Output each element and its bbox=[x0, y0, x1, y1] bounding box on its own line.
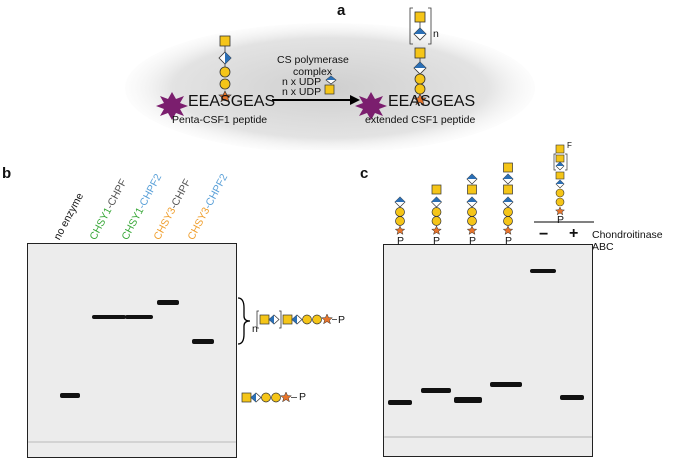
gel-band bbox=[530, 269, 556, 273]
lane-p-label: P bbox=[505, 235, 513, 247]
gel-band bbox=[388, 400, 412, 405]
gel-band-faint bbox=[28, 441, 236, 443]
gal-circle bbox=[219, 66, 231, 78]
enzyme-line1: CS polymerase bbox=[277, 54, 349, 66]
udp-galnac-square bbox=[324, 84, 335, 95]
repeat-n: n bbox=[433, 28, 439, 40]
fluorophore-star-left bbox=[156, 92, 188, 120]
gel-band bbox=[125, 315, 153, 319]
panel-c-glycans bbox=[394, 144, 594, 235]
right-glycan-chain bbox=[409, 7, 432, 106]
gel-band bbox=[92, 315, 126, 319]
enzyme-line2: complex bbox=[293, 66, 333, 78]
glycan-lane-3 bbox=[466, 173, 478, 235]
treatment-label: Chondroitinase ABC bbox=[592, 229, 663, 253]
gel-band-faint bbox=[384, 436, 592, 438]
lane-p-label: P bbox=[397, 235, 405, 247]
gel-b bbox=[27, 243, 237, 458]
product-brace bbox=[237, 297, 251, 345]
right-peptide: EEASGEAS bbox=[388, 93, 476, 110]
lane-p-label: P bbox=[469, 235, 477, 247]
glycan-polymer bbox=[553, 144, 568, 216]
minus-sign: − bbox=[539, 226, 549, 243]
galnac-square bbox=[414, 11, 426, 23]
glycan-lane-1 bbox=[394, 196, 406, 235]
substrate1: n x UDP bbox=[282, 76, 322, 88]
gel-band bbox=[454, 397, 482, 403]
glycan-lane-2 bbox=[431, 184, 442, 235]
gel-band bbox=[421, 388, 451, 393]
xyl-star bbox=[218, 90, 232, 103]
gel-c bbox=[383, 244, 593, 457]
product-glycan bbox=[256, 310, 337, 329]
substrate-glycan bbox=[241, 391, 297, 403]
gel-band bbox=[192, 339, 214, 344]
gal-circle bbox=[414, 73, 426, 85]
panel-c-label: c bbox=[360, 165, 369, 182]
plus-sign: + bbox=[569, 225, 579, 242]
substrate-p: P bbox=[299, 391, 307, 403]
fluorophore-star-right bbox=[355, 92, 387, 120]
panel-b-label: b bbox=[2, 165, 12, 182]
lane-p-label: P bbox=[433, 235, 441, 247]
substrate2: n x UDP bbox=[282, 86, 322, 98]
product-n: n bbox=[252, 323, 258, 335]
panel-a-label: a bbox=[337, 2, 346, 19]
top-label-f: F bbox=[567, 141, 572, 150]
galnac-square bbox=[414, 47, 426, 59]
lane-p-label: P bbox=[557, 214, 565, 226]
left-caption: Penta-CSF1 peptide bbox=[172, 114, 268, 126]
lane-label: no enzyme bbox=[51, 191, 87, 242]
left-glycan-chain bbox=[218, 35, 232, 103]
gel-band bbox=[560, 395, 584, 400]
product-p: P bbox=[338, 314, 346, 326]
left-peptide: EEASGEAS bbox=[188, 93, 276, 110]
right-caption: extended CSF1 peptide bbox=[365, 114, 476, 126]
galnac-square bbox=[219, 35, 231, 47]
panel-a-diagram bbox=[125, 7, 535, 150]
glycan-lane-4 bbox=[502, 162, 514, 235]
gel-band bbox=[157, 300, 179, 305]
glca-diamond bbox=[218, 51, 232, 65]
gel-band bbox=[490, 382, 522, 387]
xyl-star bbox=[413, 93, 427, 106]
gal-circle bbox=[219, 78, 231, 90]
gel-band bbox=[60, 393, 80, 398]
